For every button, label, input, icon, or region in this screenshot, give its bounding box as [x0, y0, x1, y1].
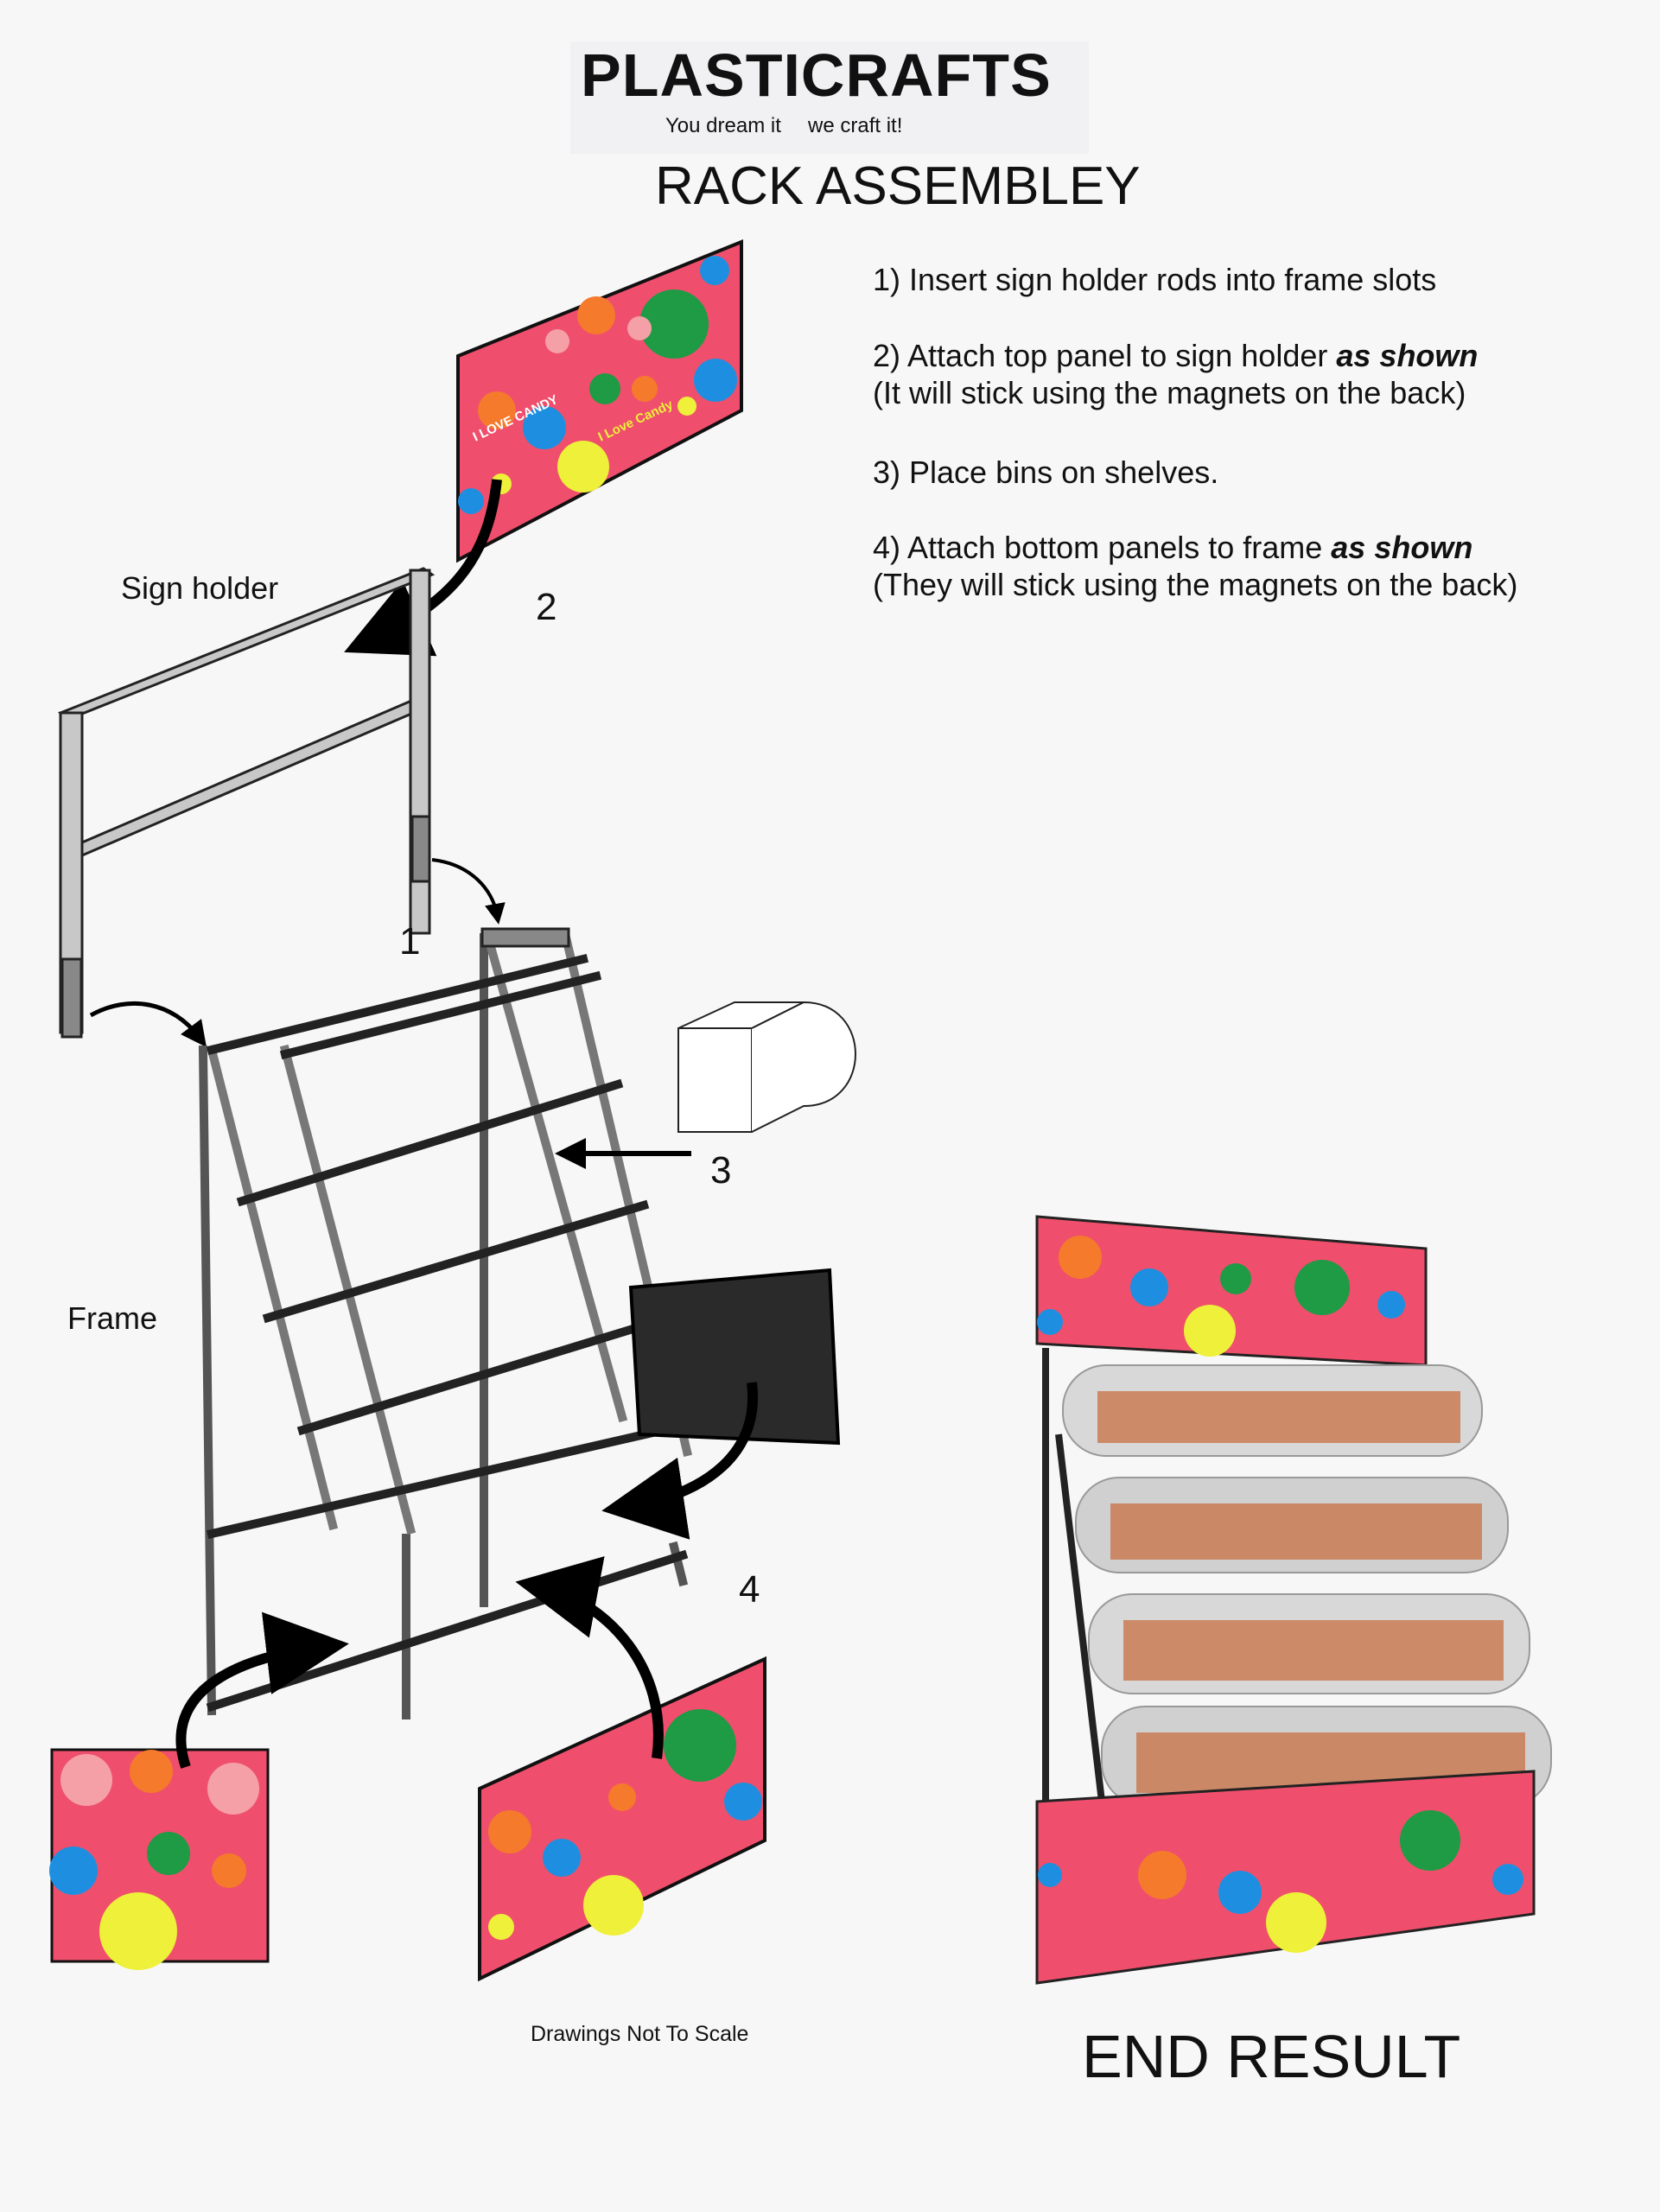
step-text: 1) Insert sign holder rods into frame sl… — [873, 262, 1437, 297]
step-text: 3) Place bins on shelves. — [873, 454, 1219, 490]
arrow-4a — [601, 1382, 759, 1540]
step-emphasis: as shown — [1336, 338, 1479, 373]
frame-label: Frame — [67, 1300, 158, 1336]
sign-holder — [57, 567, 436, 1039]
arrow-2 — [344, 479, 502, 657]
end-result-display — [1035, 1215, 1552, 1985]
step-1: 1) Insert sign holder rods into frame sl… — [873, 261, 1436, 298]
logo-tagline-right: we craft it! — [808, 114, 903, 137]
bottom-left-panel — [49, 1748, 270, 1970]
top-sign-panel — [456, 239, 743, 563]
logo-tagline-left: You dream it — [665, 114, 781, 137]
callout-1: 1 — [399, 920, 421, 963]
callout-4: 4 — [739, 1568, 760, 1611]
rack-frame — [198, 931, 693, 1719]
page-title: RACK ASSEMBLEY — [655, 156, 1141, 216]
step-emphasis: as shown — [1331, 530, 1473, 565]
arrow-4c — [515, 1556, 664, 1759]
step-2: 2) Attach top panel to sign holder as sh… — [873, 337, 1478, 411]
arrow-1b — [431, 858, 506, 925]
bottom-front-panel — [478, 1656, 766, 1982]
callout-3: 3 — [710, 1149, 732, 1192]
step-subtext: (It will stick using the magnets on the … — [873, 375, 1466, 411]
step-4: 4) Attach bottom panels to frame as show… — [873, 529, 1517, 603]
step-text: 4) Attach bottom panels to frame — [873, 530, 1332, 565]
scale-note: Drawings Not To Scale — [531, 2022, 749, 2046]
step-subtext: (They will stick using the magnets on th… — [873, 567, 1518, 603]
bin-drawing — [677, 1001, 856, 1133]
arrow-4b — [175, 1611, 349, 1769]
logo-background — [570, 41, 1089, 154]
side-panel — [628, 1268, 841, 1446]
callout-2: 2 — [536, 586, 557, 628]
sign-holder-label: Sign holder — [121, 570, 279, 606]
end-result-label: END RESULT — [1082, 2023, 1461, 2090]
brand-logo: PLASTICRAFTS — [581, 41, 1052, 109]
frame-slot — [480, 927, 570, 948]
arrow-1a — [89, 1001, 207, 1047]
step-3: 3) Place bins on shelves. — [873, 454, 1218, 491]
step-text: 2) Attach top panel to sign holder — [873, 338, 1337, 373]
